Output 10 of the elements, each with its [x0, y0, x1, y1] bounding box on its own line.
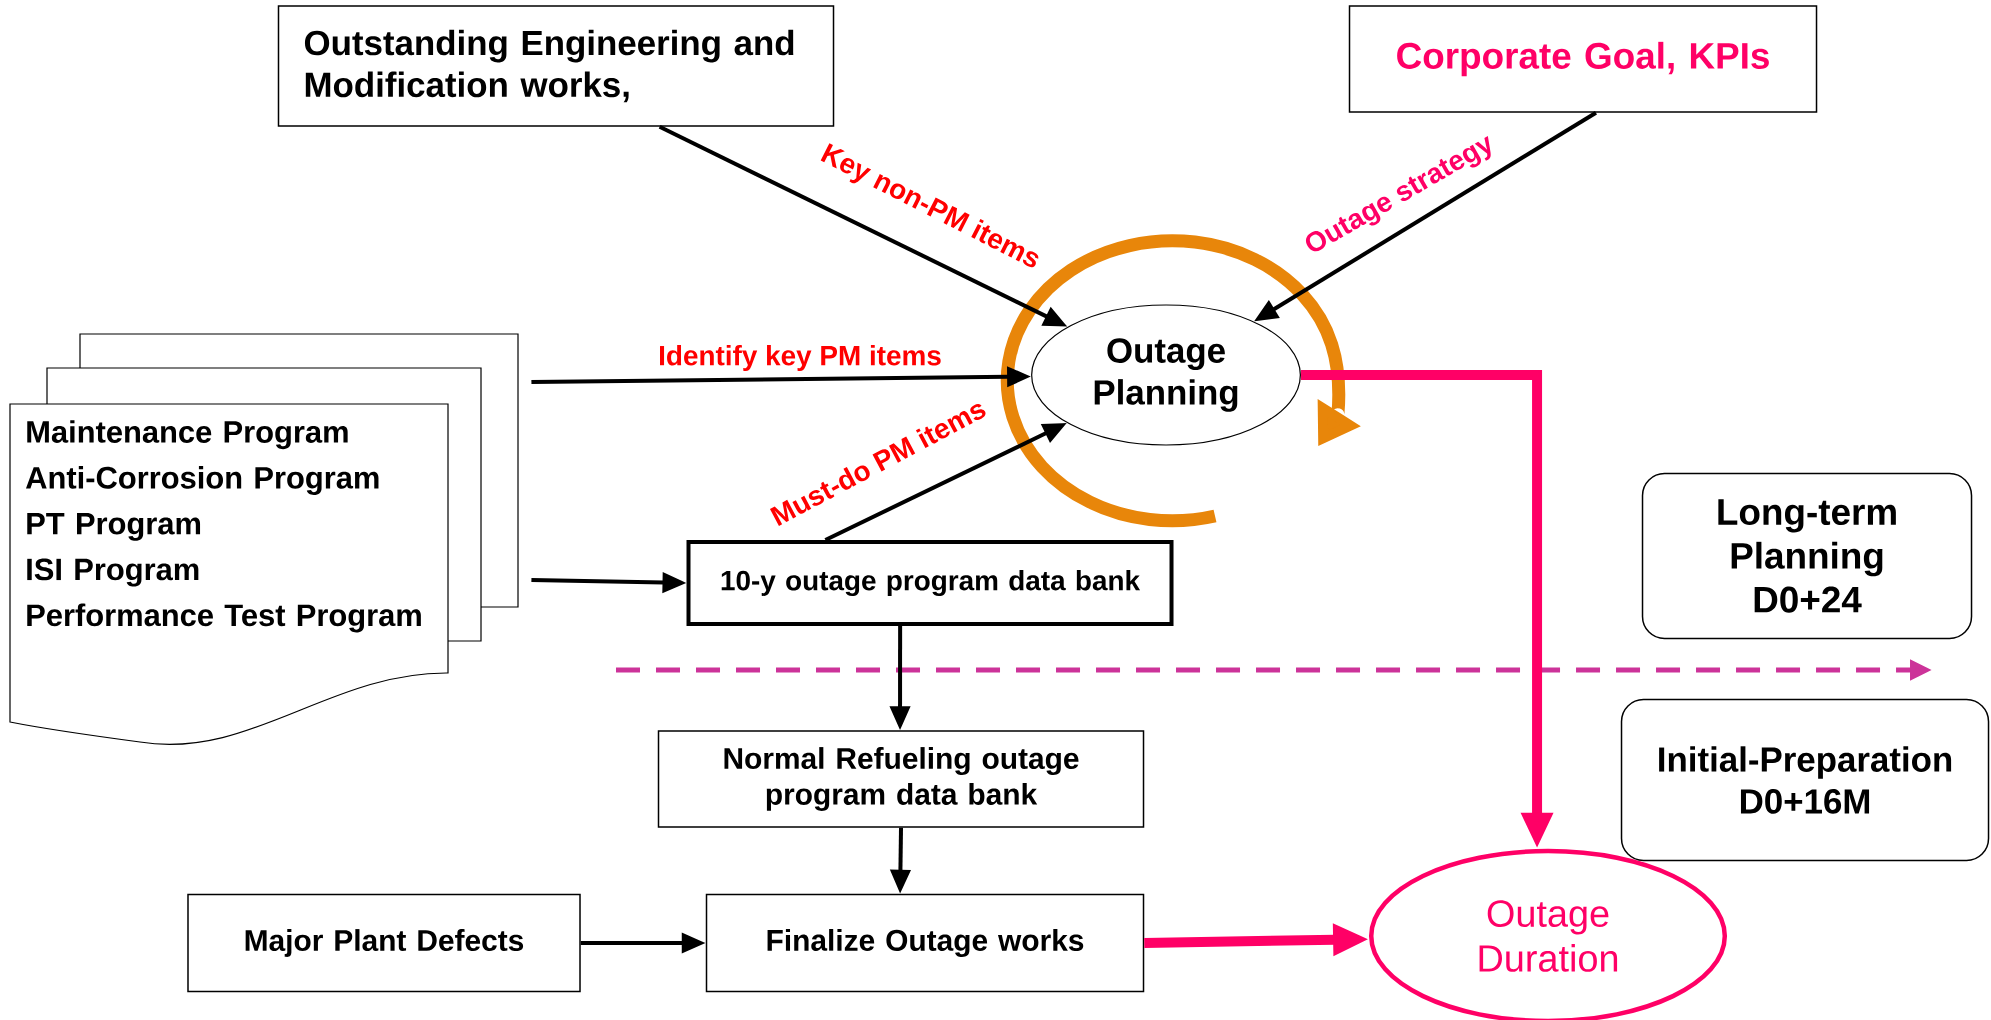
phase-box: Initial-Preparation D0+16M — [1620, 698, 1990, 862]
process-box: 10-y outage program data bank — [686, 540, 1174, 626]
document-stack-drawing: Maintenance Program Anti-Corrosion Program PT Program ISI Program Performance Test Program — [9, 333, 519, 745]
process-box: Finalize Outage works — [705, 893, 1145, 993]
process-box: Outstanding Engineering and Modification works, — [277, 5, 835, 127]
phase-box: Long-term Planning D0+24 — [1641, 472, 1973, 640]
process-box: Corporate Goal, KPIs — [1348, 5, 1818, 113]
edge-label: Identify key PM items — [657, 344, 943, 372]
process-box: Normal Refueling outage program data bank — [657, 730, 1145, 828]
process-box: Major Plant Defects — [187, 893, 581, 993]
